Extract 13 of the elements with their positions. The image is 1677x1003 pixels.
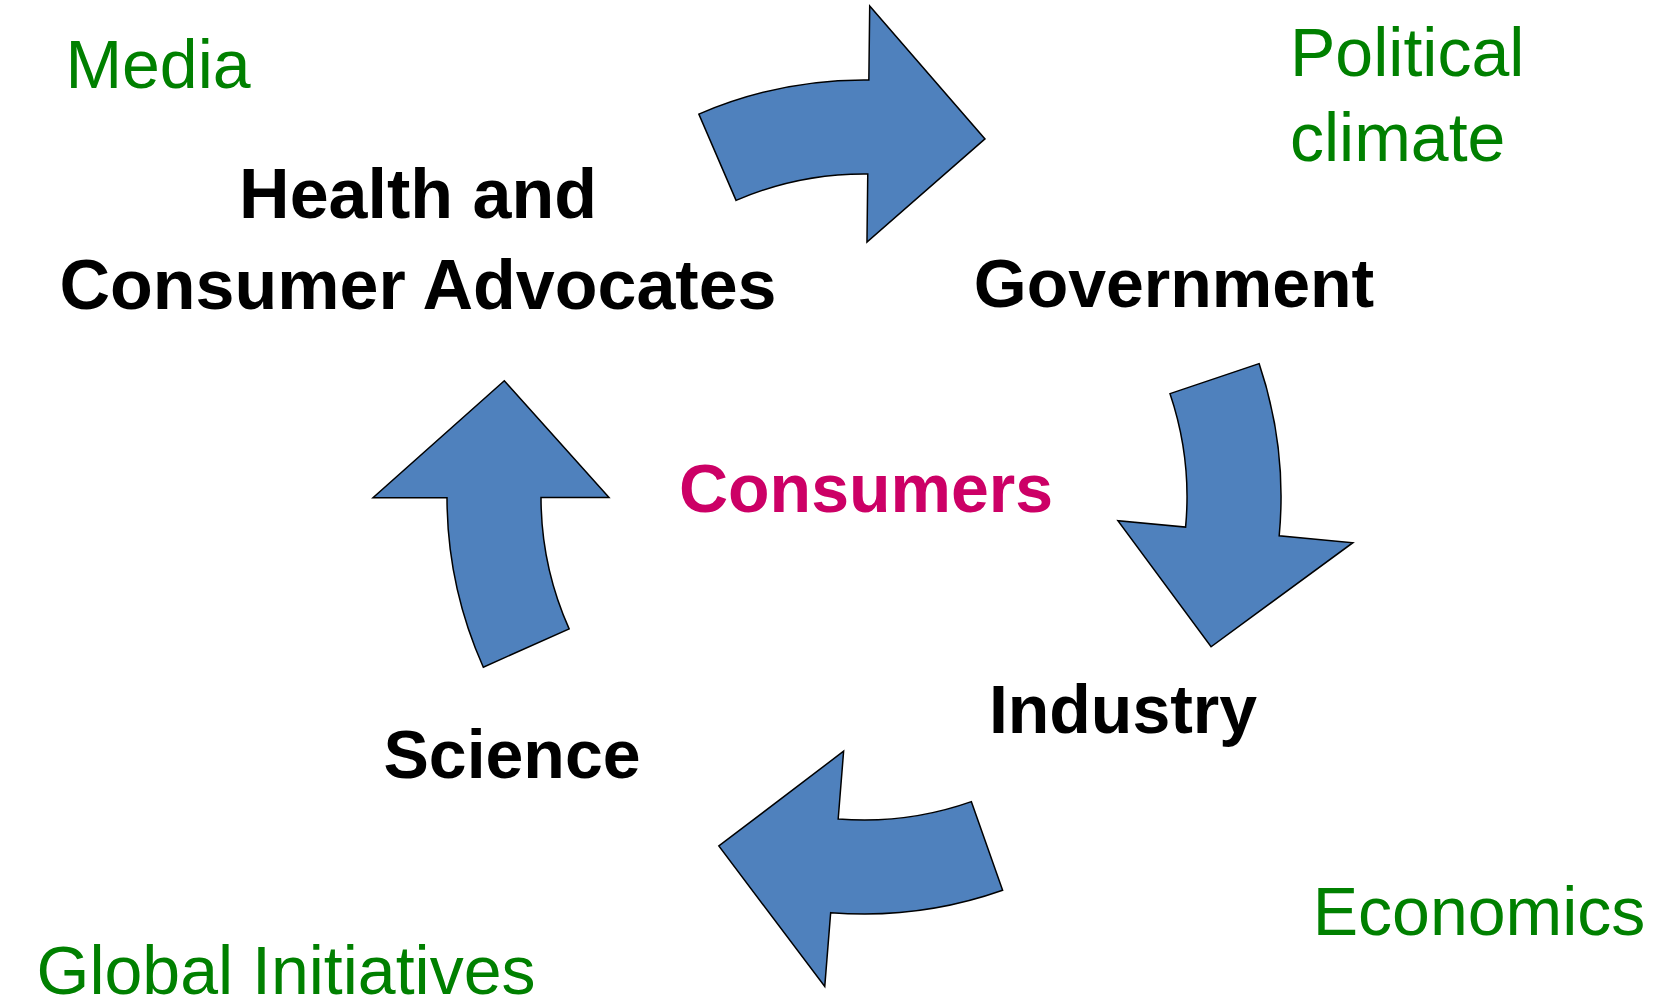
stakeholder-label: Government (973, 238, 1375, 328)
stakeholder-label: Industry (988, 664, 1258, 754)
center-label: Consumers (678, 448, 1054, 528)
curved-block-arrow (718, 750, 1004, 988)
curved-block-arrow (1117, 362, 1354, 648)
influence-label: Economics (1312, 871, 1646, 951)
influence-label: Political climate (1290, 13, 1526, 177)
stakeholder-label: Science (383, 709, 641, 799)
curved-block-arrow (372, 380, 610, 668)
influence-label: Media (65, 24, 251, 104)
stakeholder-label: Health and Consumer Advocates (58, 149, 778, 331)
influence-label: Global Initiatives (36, 930, 536, 1003)
curved-block-arrow (698, 5, 986, 243)
